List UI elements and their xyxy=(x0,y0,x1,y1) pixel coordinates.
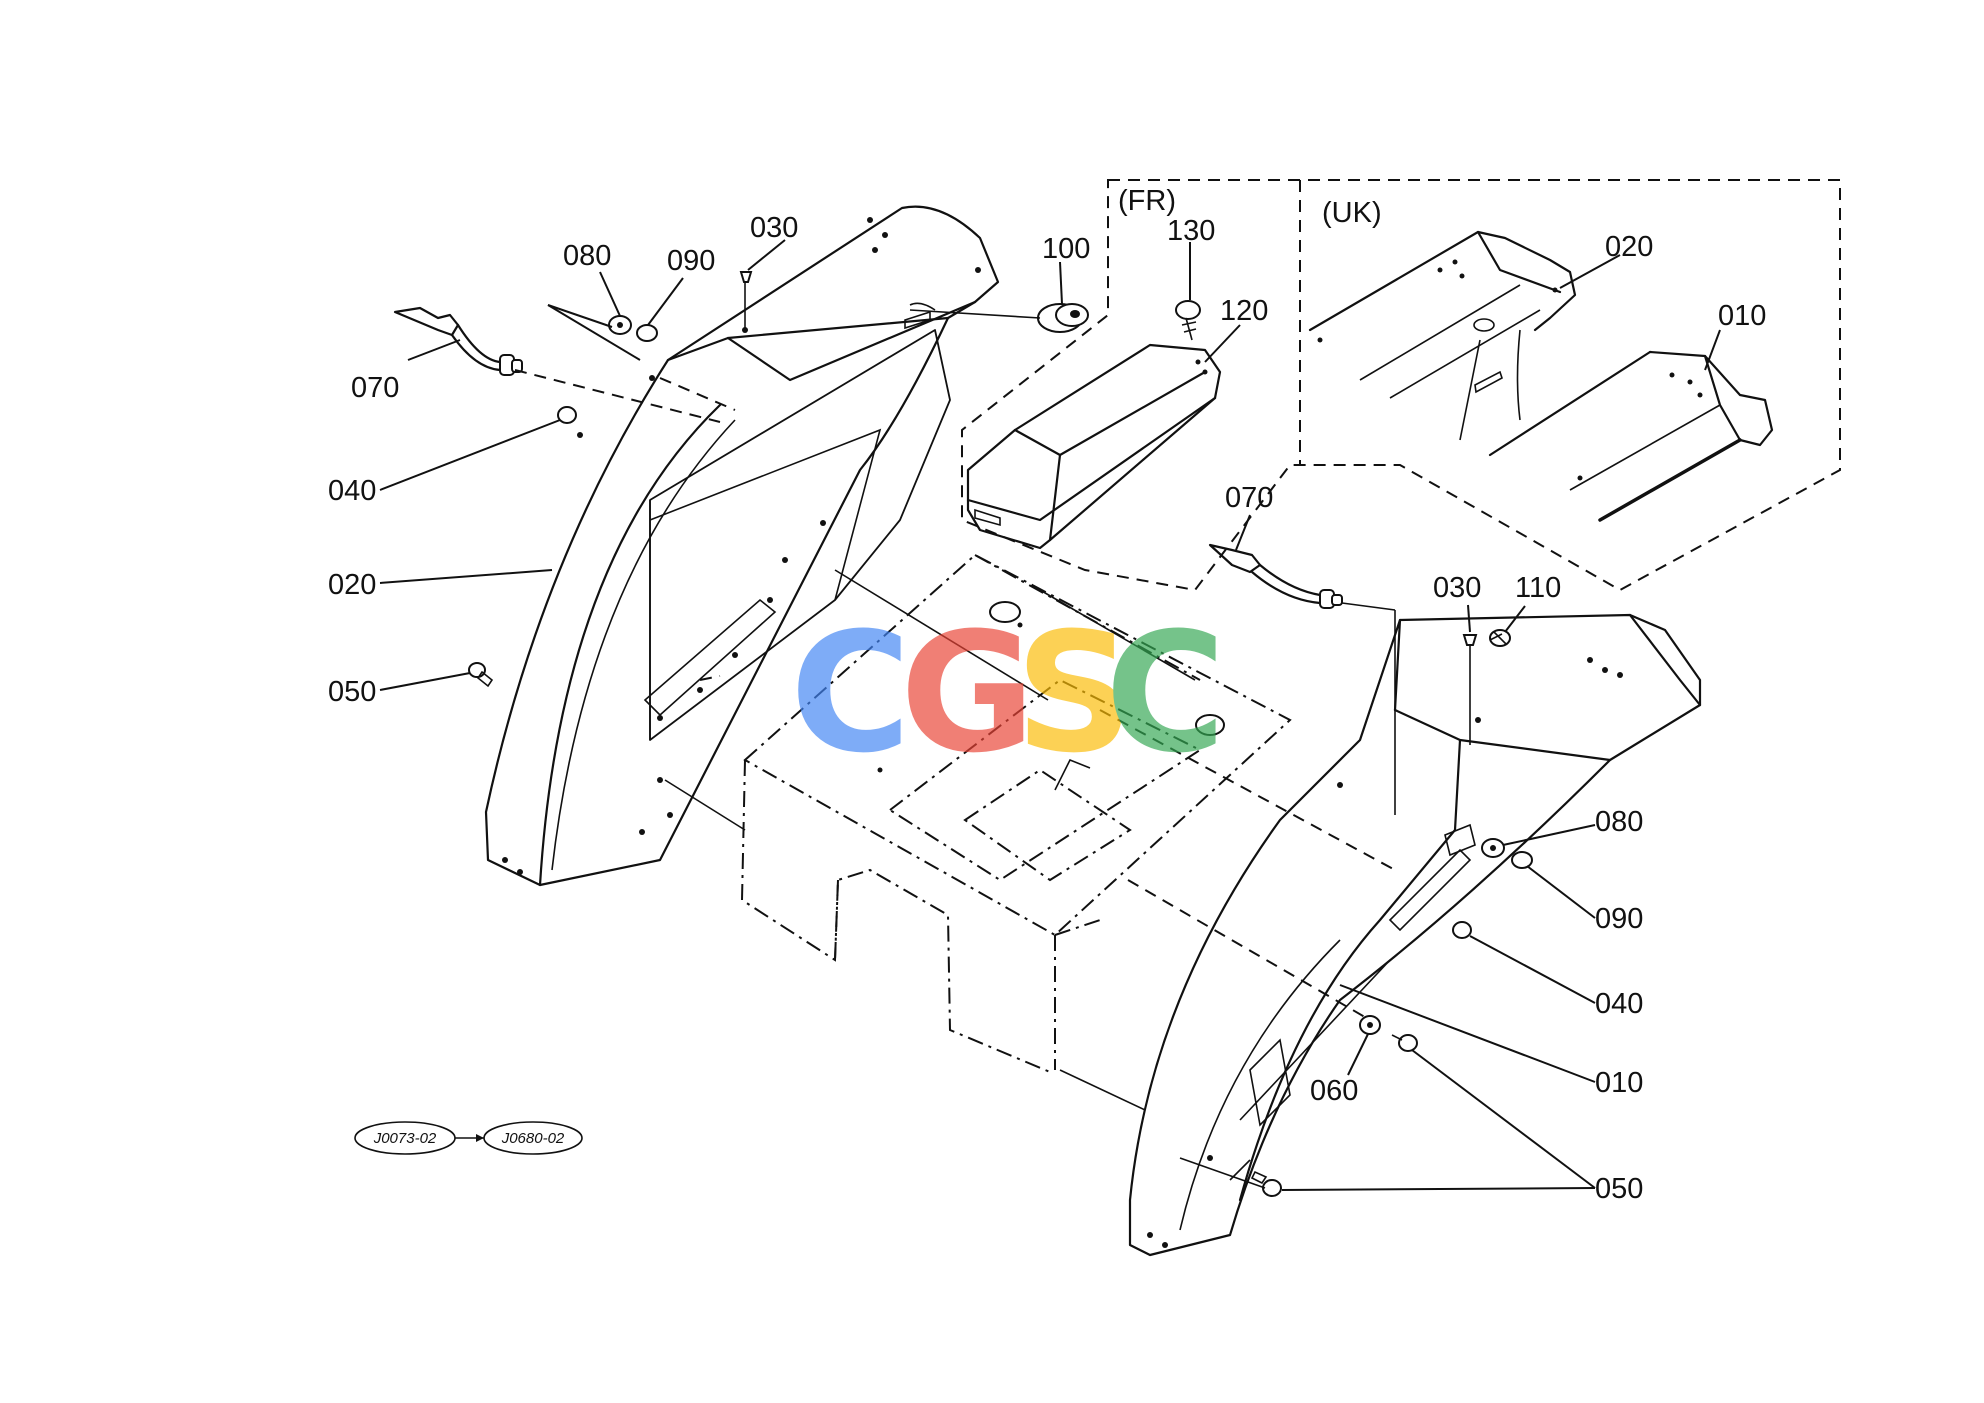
reference-tag-from: J0073-02 xyxy=(373,1130,437,1147)
uk-label: (UK) xyxy=(1322,197,1382,229)
callout-030-left: 030 xyxy=(750,212,798,244)
callout-060: 060 xyxy=(1310,1075,1358,1107)
assembly-lines xyxy=(514,282,1471,1189)
callout-110: 110 xyxy=(1515,572,1561,604)
watermark-letter-4: C xyxy=(1105,597,1226,789)
callout-010-right: 010 xyxy=(1595,1067,1643,1099)
right-fender xyxy=(1128,613,1702,1257)
callout-090-left: 090 xyxy=(667,245,715,277)
callout-090-right: 090 xyxy=(1595,903,1643,935)
watermark-letter-1: C xyxy=(790,597,911,789)
callout-070-right: 070 xyxy=(1225,482,1273,514)
callout-050-right: 050 xyxy=(1595,1173,1643,1205)
hardware xyxy=(393,271,1533,1197)
callout-130: 130 xyxy=(1167,215,1215,247)
callout-120: 120 xyxy=(1220,295,1268,327)
callout-080-left: 080 xyxy=(563,240,611,272)
callout-070-left: 070 xyxy=(351,372,399,404)
callout-050-left: 050 xyxy=(328,676,376,708)
fr-label: (FR) xyxy=(1118,185,1176,217)
watermark-letter-2: G xyxy=(900,597,1035,789)
floor-plate xyxy=(740,553,1292,1073)
callout-040-left: 040 xyxy=(328,475,376,507)
leader-lines xyxy=(379,239,1721,1191)
callout-030-right: 030 xyxy=(1433,572,1481,604)
callout-080-right: 080 xyxy=(1595,806,1643,838)
reference-tag-to: J0680-02 xyxy=(501,1130,565,1147)
callout-010-uk: 010 xyxy=(1718,300,1766,332)
uk-fender-010 xyxy=(1488,350,1774,522)
callout-020-uk: 020 xyxy=(1605,231,1653,263)
screw-130 xyxy=(1175,300,1201,341)
fr-region: (FR) (UK) xyxy=(961,179,1841,592)
reference-tags: J0073-02 J0680-02 xyxy=(354,1121,583,1155)
left-fender xyxy=(484,205,1000,887)
callout-100: 100 xyxy=(1042,233,1090,265)
uk-fender-020 xyxy=(1308,230,1577,441)
grommet-100 xyxy=(1037,303,1089,333)
armrest-cover xyxy=(966,343,1222,550)
callout-040-right: 040 xyxy=(1595,988,1643,1020)
callout-020-left: 020 xyxy=(328,569,376,601)
watermark-letter-3: S xyxy=(1015,597,1134,789)
cgsc-watermark: C G S C xyxy=(790,597,1226,789)
callout-labels: 030 080 090 100 130 120 070 040 020 050 … xyxy=(328,212,1766,1205)
